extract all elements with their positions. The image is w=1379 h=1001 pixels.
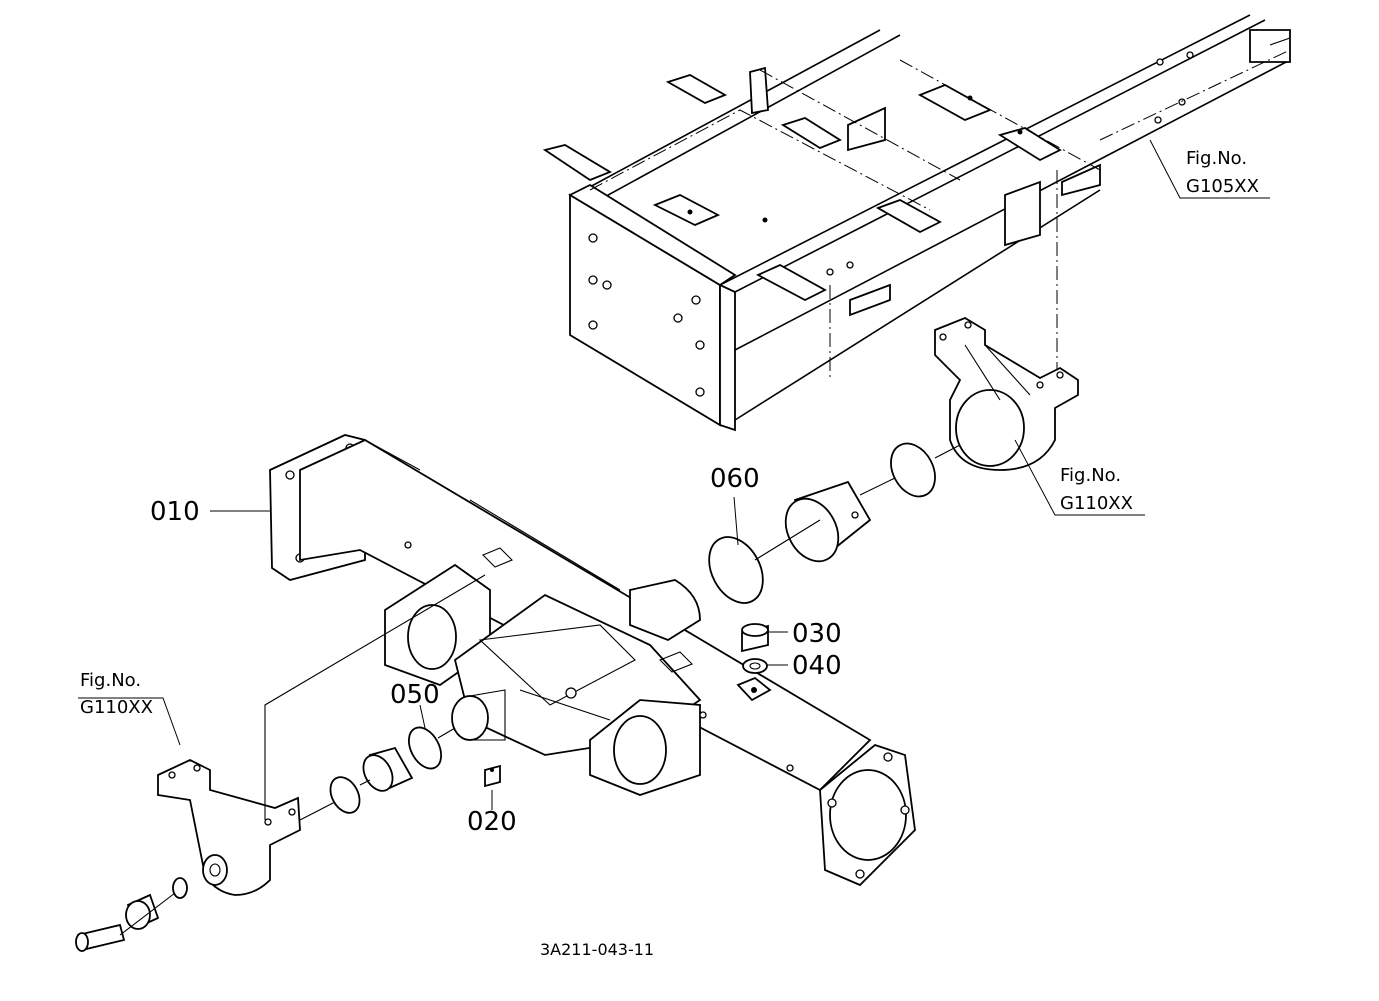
pivot-bolt-assembly: [75, 877, 188, 952]
fig-ref-support-left-code: G110XX: [80, 697, 153, 718]
callout-030: 030: [792, 619, 842, 649]
o-ring-050: [407, 726, 443, 770]
grease-nipple-020: [484, 764, 501, 788]
fig-ref-frame-code: G105XX: [1186, 176, 1259, 197]
plug-030: [741, 623, 769, 653]
thrust-collar-right: [890, 442, 936, 498]
o-ring-060: [708, 536, 764, 604]
fig-ref-support-left-prefix: Fig.No.: [80, 670, 141, 691]
tractor-frame: [542, 14, 1291, 432]
callout-050: 050: [390, 680, 440, 710]
thrust-collar-left: [329, 776, 361, 814]
callout-010: 010: [150, 497, 200, 527]
bushing-right: [784, 480, 872, 563]
callout-020: 020: [467, 807, 517, 837]
front-support-bracket-left: [157, 759, 301, 896]
callout-060: 060: [710, 464, 760, 494]
drawing-code: 3A211-043-11: [540, 940, 654, 959]
fig-ref-support-right-prefix: Fig.No.: [1060, 465, 1121, 486]
washer-040: [742, 658, 768, 674]
fig-ref-frame-prefix: Fig.No.: [1186, 148, 1247, 169]
front-axle-housing: [269, 434, 916, 887]
front-support-bracket-right: [934, 316, 1079, 471]
fig-ref-support-right-code: G110XX: [1060, 493, 1133, 514]
callout-040: 040: [792, 651, 842, 681]
bushing-left: [362, 746, 414, 792]
